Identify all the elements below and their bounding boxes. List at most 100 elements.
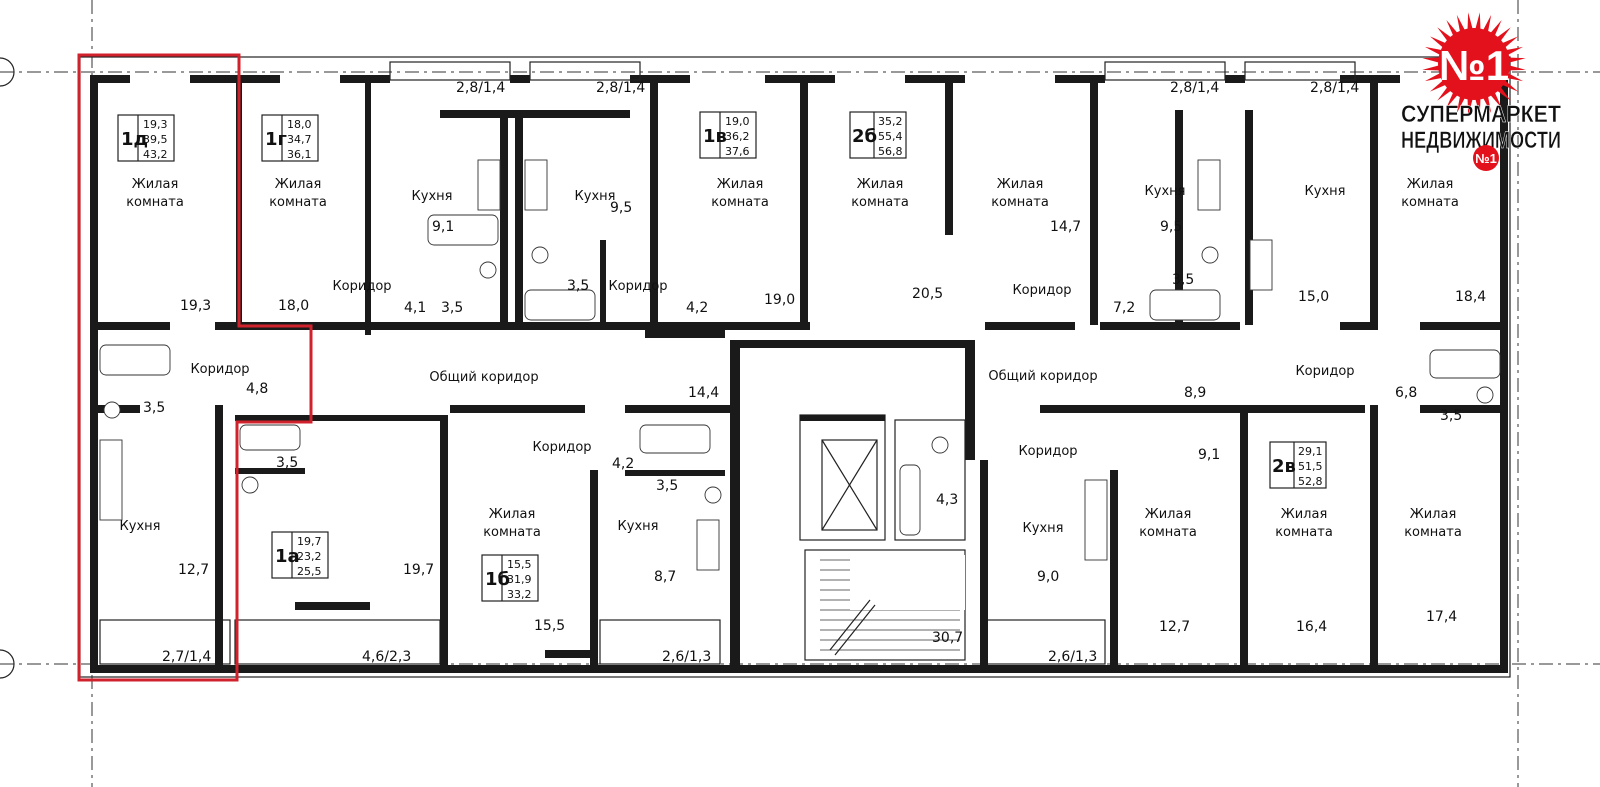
axis-marker-top (0, 57, 15, 87)
apartment-area: 36,2 (725, 130, 750, 143)
apartment-area: 25,5 (297, 565, 322, 578)
apartment-area: 34,7 (287, 133, 312, 146)
area-value: 3,5 (143, 400, 165, 416)
area-values: 19,3 18,0 9,1 4,1 3,5 3,5 9,5 4,2 19,0 2… (143, 80, 1486, 665)
area-value: 16,4 (1296, 619, 1327, 635)
area-value: 9,0 (1037, 569, 1059, 585)
apartment-area: 37,6 (725, 145, 750, 158)
fixtures (99, 159, 1501, 571)
room-label: Коридор (1295, 364, 1354, 379)
room-label: Жилая (1407, 177, 1454, 192)
apartment-area: 39,5 (143, 133, 168, 146)
apartment-box-1b: 1б 15,5 31,9 33,2 (481, 554, 539, 602)
area-value: 3,5 (1172, 272, 1194, 288)
area-value: 17,4 (1426, 609, 1457, 625)
room-label: Жилая (1281, 507, 1328, 522)
room-label: Коридор (1018, 444, 1077, 459)
room-label: Кухня (1305, 184, 1346, 199)
area-value: 2,6/1,3 (662, 649, 711, 665)
area-value: 2,8/1,4 (456, 80, 505, 96)
apartment-area: 29,1 (1298, 445, 1323, 458)
apartment-box-1v: 1в 19,0 36,2 37,6 (699, 111, 757, 159)
area-value: 14,4 (688, 385, 719, 401)
area-value: 3,5 (1440, 408, 1462, 424)
room-label: Общий коридор (429, 370, 538, 385)
logo-small-badge-text: №1 (1475, 151, 1497, 166)
area-value: 7,2 (1113, 300, 1135, 316)
apartment-code: 1а (275, 546, 300, 567)
room-label: Кухня (575, 189, 616, 204)
area-value: 19,7 (403, 562, 434, 578)
area-value: 6,8 (1395, 385, 1417, 401)
room-label: комната (1139, 525, 1197, 540)
brand-logo: №1 СУПЕРМАРКЕТ НЕДВИЖИМОСТИ №1 (1401, 12, 1562, 171)
apartment-area: 33,2 (507, 588, 532, 601)
room-label: Жилая (857, 177, 904, 192)
room-label: комната (1401, 195, 1459, 210)
room-label: комната (1404, 525, 1462, 540)
area-value: 19,0 (764, 292, 795, 308)
apartment-box-1g: 1г 18,0 34,7 36,1 (261, 114, 319, 162)
room-label: Общий коридор (988, 369, 1097, 384)
apartment-area: 51,5 (1298, 460, 1323, 473)
room-label: Коридор (532, 440, 591, 455)
area-value: 2,7/1,4 (162, 649, 211, 665)
room-label: Коридор (608, 279, 667, 294)
room-label: Кухня (1145, 184, 1186, 199)
area-value: 30,7 (932, 630, 963, 646)
area-value: 2,8/1,4 (1170, 80, 1219, 96)
apartment-area: 19,7 (297, 535, 322, 548)
apartment-area: 15,5 (507, 558, 532, 571)
logo-circle (1438, 28, 1510, 100)
apartment-area: 19,0 (725, 115, 750, 128)
room-label: Жилая (997, 177, 1044, 192)
area-value: 14,7 (1050, 219, 1081, 235)
area-value: 8,7 (654, 569, 676, 585)
area-value: 4,6/2,3 (362, 649, 411, 665)
room-label: комната (851, 195, 909, 210)
apartment-box-2b: 2б 35,2 55,4 56,8 (849, 111, 907, 159)
area-value: 2,8/1,4 (596, 80, 645, 96)
interior-walls (90, 75, 1505, 665)
apartment-code: 1б (485, 569, 510, 590)
area-value: 4,3 (936, 492, 958, 508)
axis-marker-bottom (0, 649, 15, 679)
area-value: 4,8 (246, 381, 268, 397)
room-label: Жилая (275, 177, 322, 192)
room-label: Жилая (489, 507, 536, 522)
room-label: комната (1275, 525, 1333, 540)
apartment-box-1a: 1а 19,7 23,2 25,5 (271, 531, 329, 579)
room-label: комната (991, 195, 1049, 210)
room-label: комната (711, 195, 769, 210)
stair-core (799, 414, 966, 661)
apartment-area: 18,0 (287, 118, 312, 131)
apartment-area: 55,4 (878, 130, 903, 143)
room-label: комната (269, 195, 327, 210)
apartment-code: 2б (852, 126, 877, 147)
room-label: Жилая (1145, 507, 1192, 522)
area-value: 9,1 (432, 219, 454, 235)
area-value: 9,5 (610, 200, 632, 216)
logo-small-circle (1473, 145, 1499, 171)
apartment-area: 35,2 (878, 115, 903, 128)
room-label: Коридор (1012, 283, 1071, 298)
area-value: 2,6/1,3 (1048, 649, 1097, 665)
apartment-code: 2в (1272, 456, 1296, 477)
area-value: 15,0 (1298, 289, 1329, 305)
area-value: 4,2 (686, 300, 708, 316)
room-labels: Жилая комната Жилая комната Кухня Кухня … (120, 177, 1462, 540)
apartment-area: 31,9 (507, 573, 532, 586)
room-label: Жилая (132, 177, 179, 192)
area-value: 8,9 (1184, 385, 1206, 401)
room-label: Жилая (717, 177, 764, 192)
room-label: Коридор (332, 279, 391, 294)
highlighted-apartment-outline (77, 53, 313, 682)
area-value: 18,4 (1455, 289, 1486, 305)
area-value: 3,5 (567, 278, 589, 294)
apartment-area: 43,2 (143, 148, 168, 161)
apartment-code: 1г (265, 129, 287, 150)
area-value: 19,3 (180, 298, 211, 314)
room-label: Кухня (120, 519, 161, 534)
apartment-info-boxes: 1д 19,3 39,5 43,2 1г 18,0 34,7 36,1 1в 1… (117, 111, 1327, 602)
room-label: Кухня (618, 519, 659, 534)
